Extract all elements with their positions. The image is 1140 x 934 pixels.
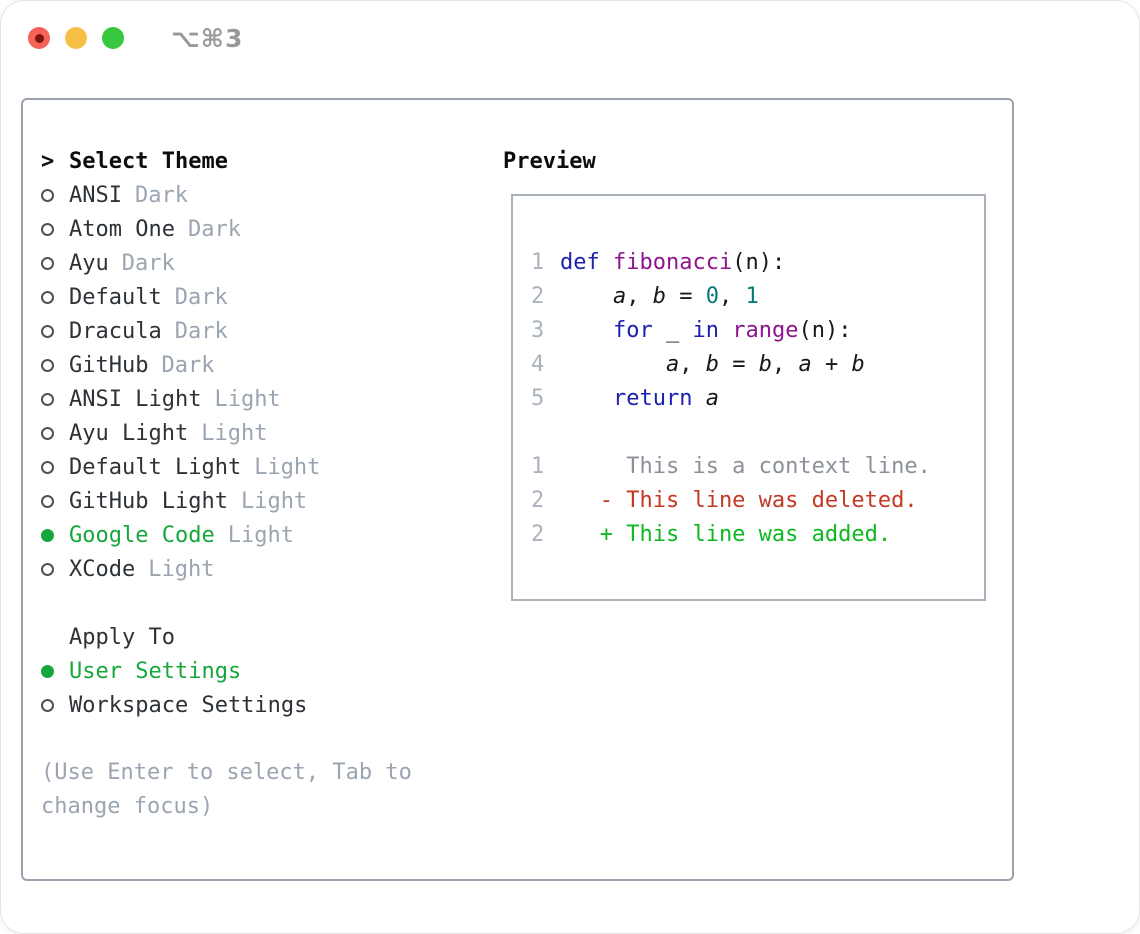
radio-icon: [41, 426, 69, 440]
radio-icon: [41, 358, 69, 372]
radio-icon: [41, 528, 69, 542]
preview-line: 2 - This line was deleted.: [531, 488, 918, 513]
help-text-line-2: change focus): [41, 794, 214, 819]
theme-list: ANSI Dark Atom One Dark Ayu Dark Default…: [41, 178, 503, 586]
theme-item-google-code[interactable]: Google Code Light: [41, 518, 503, 552]
apply-to-heading: Apply To: [41, 620, 503, 654]
zoom-button[interactable]: [102, 27, 124, 49]
theme-item-github-light[interactable]: GitHub Light Light: [41, 484, 503, 518]
help-text-line-1: (Use Enter to select, Tab to: [41, 760, 412, 785]
close-dot-icon: [34, 33, 44, 43]
radio-icon: [41, 698, 69, 712]
radio-icon: [41, 324, 69, 338]
theme-item-default[interactable]: Default Dark: [41, 280, 503, 314]
focus-caret-icon: >: [41, 148, 55, 174]
radio-icon: [41, 664, 69, 678]
apply-to-list: User Settings Workspace Settings: [41, 654, 503, 722]
theme-item-ayu-light[interactable]: Ayu Light Light: [41, 416, 503, 450]
theme-list-heading-label: Select Theme: [69, 148, 228, 174]
theme-item-default-light[interactable]: Default Light Light: [41, 450, 503, 484]
preview-heading: Preview: [503, 148, 596, 174]
radio-icon: [41, 392, 69, 406]
preview-line: 2 + This line was added.: [531, 522, 892, 547]
apply-to-option-workspace-settings[interactable]: Workspace Settings: [41, 688, 503, 722]
theme-item-ayu[interactable]: Ayu Dark: [41, 246, 503, 280]
theme-item-ansi-light[interactable]: ANSI Light Light: [41, 382, 503, 416]
radio-icon: [41, 460, 69, 474]
spacer: [41, 722, 503, 756]
preview-line: 5 return a: [531, 386, 719, 411]
theme-item-ansi[interactable]: ANSI Dark: [41, 178, 503, 212]
apply-to-heading-label: Apply To: [69, 624, 175, 650]
title-bar: ⌥⌘3: [1, 1, 1139, 75]
theme-item-dracula[interactable]: Dracula Dark: [41, 314, 503, 348]
radio-icon: [41, 290, 69, 304]
preview-line: 1 This is a context line.: [531, 454, 931, 479]
theme-item-xcode[interactable]: XCode Light: [41, 552, 503, 586]
preview-line: 2 a, b = 0, 1: [531, 284, 759, 309]
theme-item-github[interactable]: GitHub Dark: [41, 348, 503, 382]
close-button[interactable]: [28, 27, 50, 49]
radio-icon: [41, 562, 69, 576]
main-panel: > Select Theme ANSI Dark Atom One Dark A…: [21, 98, 1014, 881]
theme-list-heading: > Select Theme: [41, 144, 503, 178]
preview-line: 3 for _ in range(n):: [531, 318, 852, 343]
apply-to-option-user-settings[interactable]: User Settings: [41, 654, 503, 688]
radio-icon: [41, 494, 69, 508]
window-title: ⌥⌘3: [171, 23, 244, 53]
radio-icon: [41, 256, 69, 270]
preview-line: [531, 416, 984, 450]
radio-icon: [41, 222, 69, 236]
spacer: [41, 586, 503, 620]
minimize-button[interactable]: [65, 27, 87, 49]
theme-item-atom-one[interactable]: Atom One Dark: [41, 212, 503, 246]
preview-line: 4 a, b = b, a + b: [531, 352, 865, 377]
radio-icon: [41, 188, 69, 202]
theme-column: > Select Theme ANSI Dark Atom One Dark A…: [41, 144, 503, 824]
